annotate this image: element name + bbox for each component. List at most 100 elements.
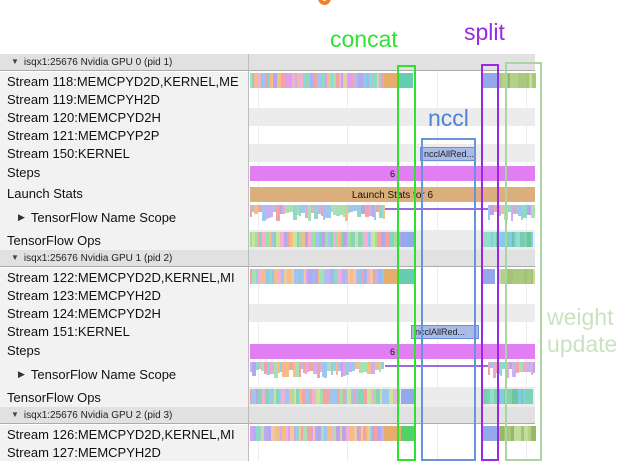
- event-cluster[interactable]: [250, 362, 385, 379]
- trace-event[interactable]: 6: [250, 344, 535, 359]
- trace-event-stripe: [381, 73, 384, 88]
- timeline-row: ▶TensorFlow Name Scope: [0, 204, 622, 230]
- trace-event-stripe: [295, 232, 297, 247]
- trace-event-stripe: [498, 232, 500, 247]
- trace-event-stripe: [499, 73, 502, 88]
- trace-event-stripe: [314, 205, 318, 219]
- timeline-row: Stream 119:MEMCPYH2D: [0, 90, 622, 108]
- event-cluster[interactable]: [250, 232, 401, 249]
- trace-event-stripe: [399, 232, 401, 247]
- process-header[interactable]: ▼isqx1:25676 Nvidia GPU 0 (pid 1): [0, 54, 535, 71]
- trace-event[interactable]: [401, 232, 414, 247]
- collapse-triangle-icon[interactable]: ▼: [11, 253, 19, 262]
- trace-event-stripe: [291, 269, 294, 284]
- event-cluster[interactable]: [250, 426, 384, 443]
- trace-event-stripe: [348, 269, 350, 284]
- trace-event[interactable]: [481, 269, 495, 284]
- trace-event[interactable]: [401, 426, 415, 441]
- trace-event[interactable]: [401, 389, 414, 404]
- process-header[interactable]: ▼isqx1:25676 Nvidia GPU 1 (pid 2): [0, 250, 535, 267]
- trace-event[interactable]: 6: [250, 166, 535, 181]
- trace-event[interactable]: [481, 426, 497, 441]
- trace-event[interactable]: [384, 73, 398, 88]
- trace-event-stripe: [534, 426, 536, 441]
- trace-event-stripe: [380, 389, 382, 404]
- row-label: Stream 123:MEMCPYH2D: [0, 286, 248, 304]
- trace-event-stripe: [377, 73, 379, 88]
- trace-event-stripe: [501, 269, 505, 284]
- collapse-triangle-icon[interactable]: ▼: [11, 410, 19, 419]
- trace-event-stripe: [342, 426, 344, 441]
- trace-event-stripe: [373, 269, 375, 284]
- event-cluster[interactable]: [250, 389, 401, 406]
- trace-event-stripe: [514, 232, 516, 247]
- trace-event-stripe: [378, 269, 382, 284]
- event-cluster[interactable]: [250, 73, 384, 90]
- row-label-text: Steps: [7, 343, 41, 358]
- event-cluster[interactable]: [250, 205, 385, 222]
- trace-event-stripe: [524, 269, 527, 284]
- trace-event-stripe: [328, 232, 330, 247]
- expand-triangle-icon[interactable]: ▶: [18, 211, 25, 222]
- trace-event-stripe: [498, 362, 500, 374]
- trace-event-stripe: [252, 73, 254, 88]
- row-label: Stream 120:MEMCPYD2H: [0, 108, 248, 126]
- trace-event-stripe: [385, 232, 389, 247]
- trace-event[interactable]: Launch Stats for 6: [250, 187, 535, 202]
- trace-event-stripe: [273, 232, 276, 247]
- trace-event[interactable]: [384, 269, 398, 284]
- event-cluster[interactable]: [481, 389, 533, 406]
- event-cluster[interactable]: [250, 269, 384, 286]
- trace-event-stripe: [306, 269, 308, 284]
- trace-event-stripe: [359, 362, 363, 373]
- trace-event-stripe: [528, 426, 531, 441]
- trace-event-stripe: [252, 362, 256, 376]
- trace-event-stripe: [515, 205, 518, 214]
- trace-event[interactable]: [398, 269, 414, 284]
- trace-event-stripe: [348, 205, 350, 213]
- trace-event-stripe: [292, 73, 295, 88]
- trace-event-stripe: [389, 232, 391, 247]
- trace-event-label: 6: [389, 347, 395, 357]
- trace-event-stripe: [498, 205, 501, 216]
- nccl-allreduce-event[interactable]: ncclAllRed...: [411, 325, 479, 339]
- row-label: Stream 127:MEMCPYH2D: [0, 443, 248, 461]
- process-header[interactable]: ▼isqx1:25676 Nvidia GPU 2 (pid 3): [0, 407, 535, 424]
- trace-event-stripe: [355, 389, 358, 404]
- trace-event-stripe: [514, 73, 518, 88]
- row-label: Stream 126:MEMCPYD2D,KERNEL,MI: [0, 425, 248, 443]
- trace-event-stripe: [321, 232, 325, 247]
- trace-event-stripe: [345, 269, 348, 284]
- trace-event-stripe: [259, 362, 261, 369]
- trace-event-stripe: [376, 205, 379, 212]
- trace-event-stripe: [297, 269, 299, 284]
- trace-event-stripe: [250, 205, 252, 217]
- trace-event-stripe: [293, 205, 297, 220]
- trace-event-stripe: [354, 426, 357, 441]
- trace-event-stripe: [524, 232, 527, 247]
- trace-event[interactable]: [384, 426, 401, 441]
- trace-event-stripe: [281, 389, 285, 404]
- trace-event-stripe: [517, 426, 521, 441]
- collapse-triangle-icon[interactable]: ▼: [11, 57, 19, 66]
- trace-event[interactable]: [481, 73, 497, 88]
- trace-event-stripe: [363, 389, 367, 404]
- trace-event-stripe: [344, 426, 346, 441]
- trace-event-stripe: [319, 73, 321, 88]
- trace-event-stripe: [307, 426, 311, 441]
- trace-event-stripe: [331, 205, 333, 212]
- timeline-row: Stream 126:MEMCPYD2D,KERNEL,MI: [0, 425, 622, 443]
- trace-event-stripe: [269, 269, 272, 284]
- trace-event-stripe: [317, 426, 321, 441]
- timeline-row: Stream 123:MEMCPYH2D: [0, 286, 622, 304]
- trace-event-stripe: [333, 73, 336, 88]
- trace-event-stripe: [269, 389, 271, 404]
- nccl-allreduce-event[interactable]: ncclAllRed...: [420, 147, 476, 161]
- trace-event-stripe: [254, 73, 258, 88]
- trace-event-stripe: [254, 205, 258, 214]
- expand-triangle-icon[interactable]: ▶: [18, 368, 25, 379]
- event-cluster[interactable]: [488, 362, 535, 379]
- trace-event-stripe: [379, 362, 381, 372]
- row-label: ▶TensorFlow Name Scope: [0, 204, 248, 230]
- trace-event[interactable]: [398, 73, 413, 88]
